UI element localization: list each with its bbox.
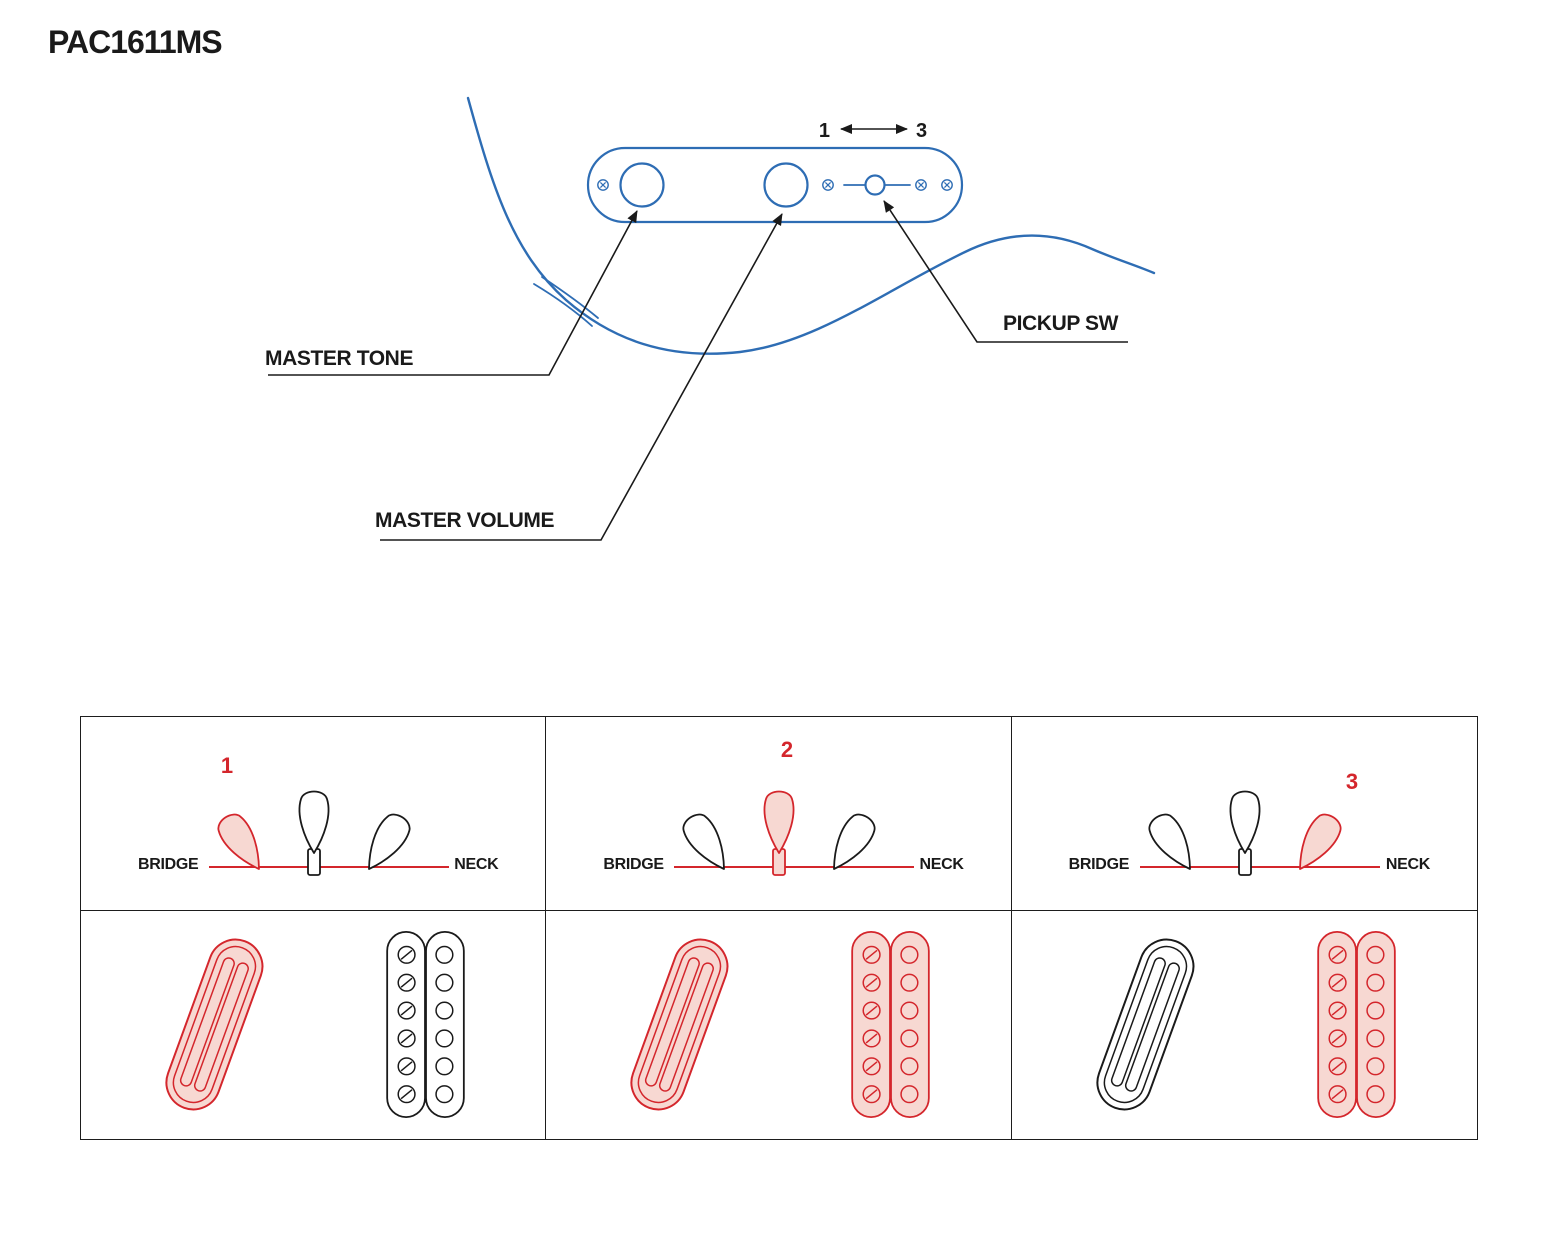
leader-line-master-volume — [380, 213, 783, 541]
switch-range-start: 1 — [819, 120, 830, 142]
master-tone-label: MASTER TONE — [265, 347, 414, 370]
bridge-pickup — [1090, 932, 1202, 1117]
pickups-state-1-graphic — [159, 931, 464, 1118]
neck-pickup — [852, 931, 930, 1118]
pickups-state-2-graphic — [624, 931, 930, 1118]
switch-position-1-graphic: 1 — [209, 753, 449, 877]
position-3-pickups-cell — [1012, 911, 1477, 1139]
screw-icon — [915, 179, 927, 191]
neck-label: NECK — [919, 856, 964, 873]
switch-knob — [864, 174, 886, 196]
position-2-pickups-cell — [546, 911, 1012, 1139]
neck-pickup — [1318, 931, 1396, 1118]
neck-label: NECK — [1385, 856, 1430, 873]
bridge-label: BRIDGE — [138, 856, 199, 873]
neck-pickup — [387, 931, 464, 1118]
leader-line-pickup-switch — [883, 200, 1128, 343]
screw-icon — [597, 179, 609, 191]
position-number: 3 — [1346, 769, 1358, 794]
master-volume-label: MASTER VOLUME — [375, 509, 555, 532]
position-1-pickups-cell — [81, 911, 547, 1139]
leader-line-master-tone — [268, 210, 638, 376]
guitar-body-outline — [466, 96, 1156, 355]
screw-icon — [941, 179, 953, 191]
tone-knob — [619, 162, 665, 208]
neck-label: NECK — [454, 856, 499, 873]
switch-range-end: 3 — [916, 120, 927, 142]
positions-table: BRIDGE 1 NECK BRIDGE — [80, 716, 1478, 1140]
bridge-label: BRIDGE — [1068, 856, 1130, 873]
pickups-state-3-graphic — [1090, 931, 1396, 1118]
bridge-pickup — [159, 932, 271, 1117]
lever-middle — [764, 791, 794, 876]
position-number: 1 — [221, 753, 233, 778]
control-plate-diagram: 1 3 — [268, 96, 1156, 541]
position-3-switch-cell: BRIDGE 3 NECK — [1011, 717, 1477, 911]
switch-position-3-graphic: 3 — [1139, 769, 1380, 877]
model-title: PAC1611MS — [48, 24, 223, 60]
bridge-label: BRIDGE — [603, 856, 664, 873]
switch-position-2-graphic: 2 — [674, 737, 915, 877]
body-edge-detail — [533, 276, 599, 327]
position-2-switch-cell: BRIDGE 2 NECK — [546, 717, 1012, 911]
bridge-pickup — [624, 932, 736, 1117]
lever-middle — [299, 791, 329, 876]
lever-middle — [1230, 791, 1260, 876]
position-1-switch-cell: BRIDGE 1 NECK — [81, 717, 547, 911]
volume-knob — [763, 162, 809, 208]
pickup-switch-label: PICKUP SW — [1003, 312, 1119, 335]
position-number: 2 — [781, 737, 793, 762]
screw-icon — [822, 179, 834, 191]
